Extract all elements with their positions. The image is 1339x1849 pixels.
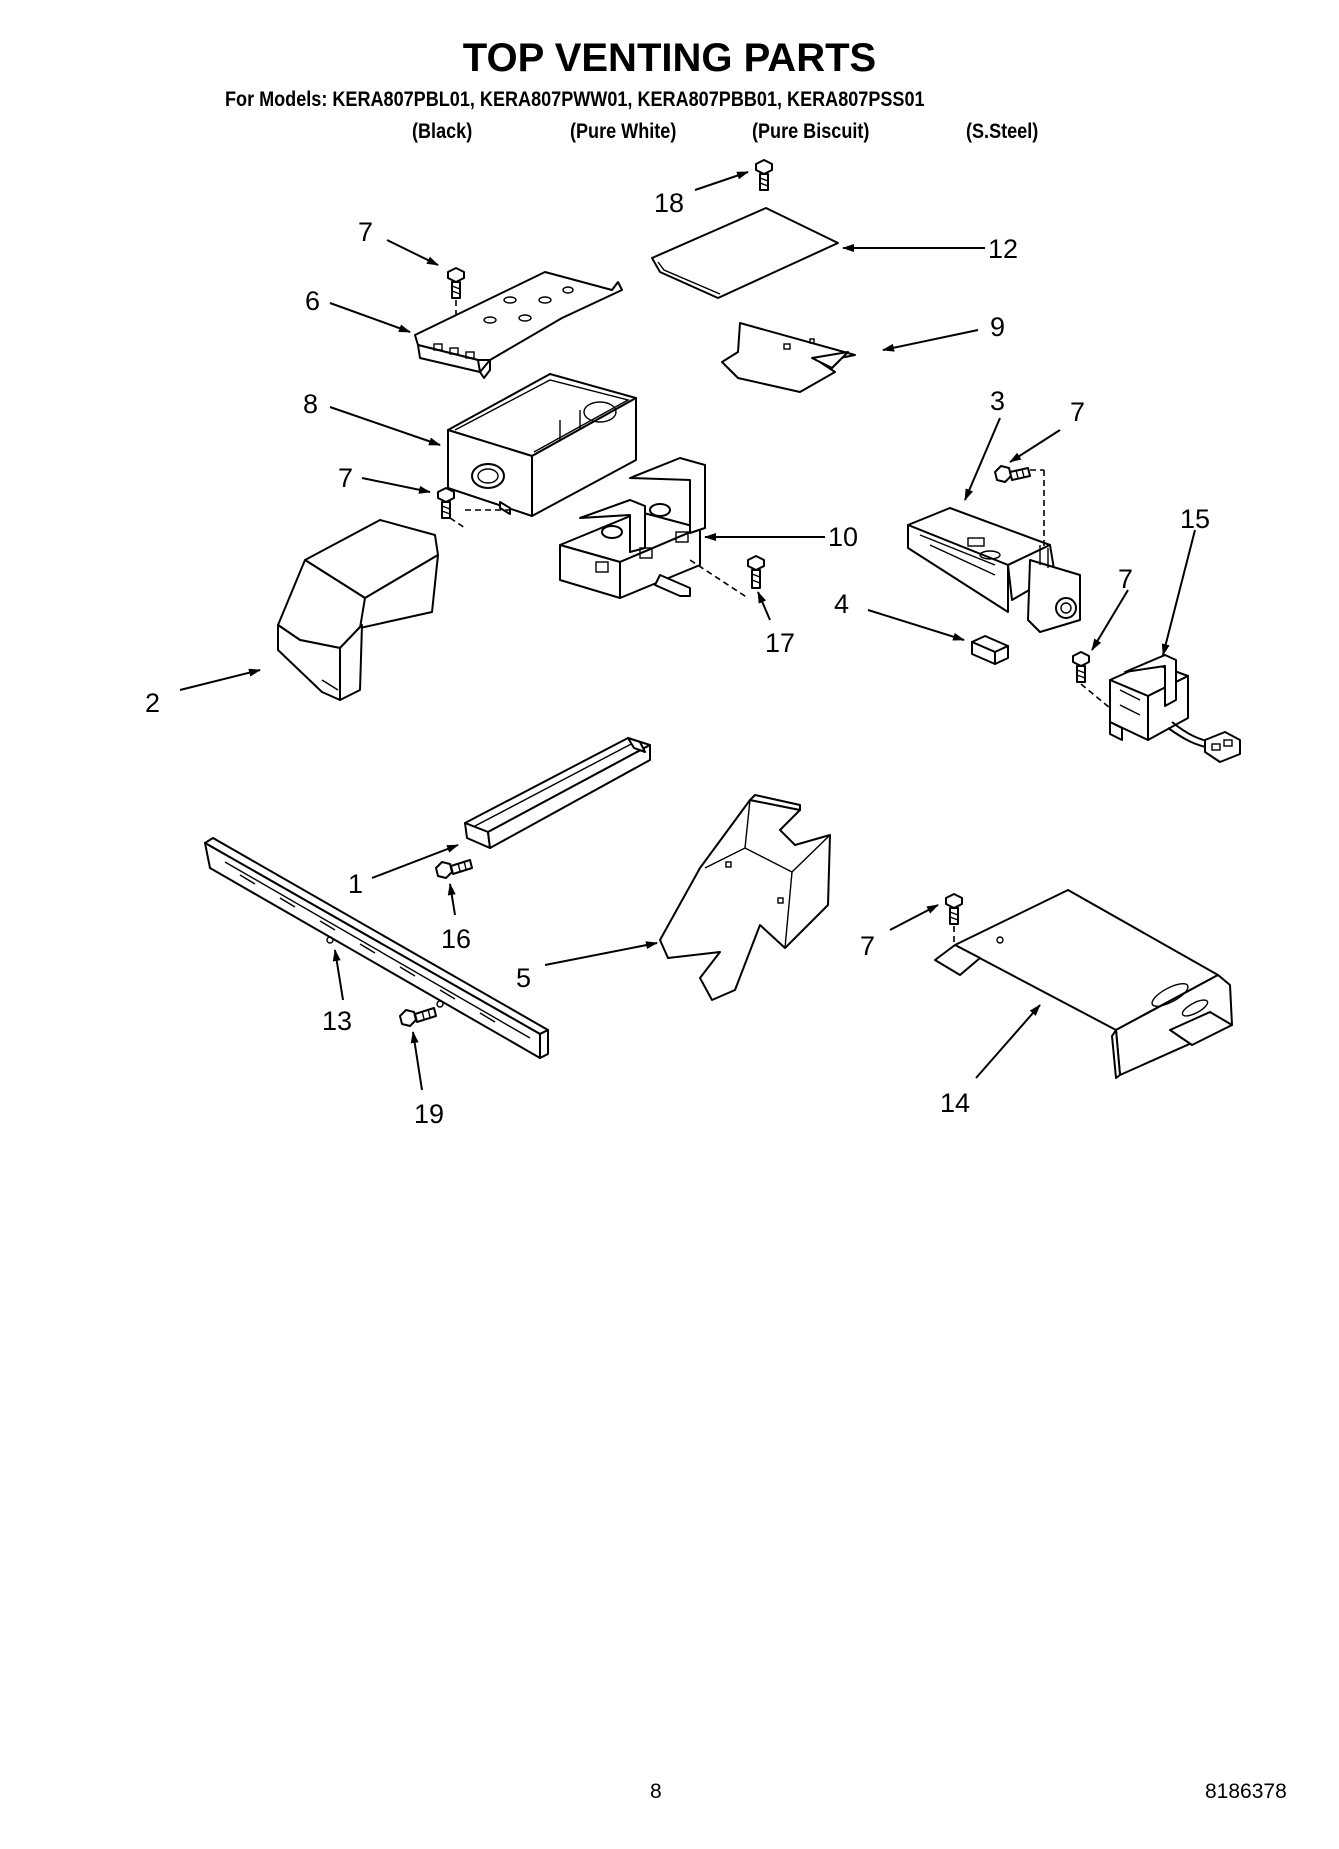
callout-6: 6	[305, 286, 320, 316]
callout-7-a: 7	[358, 217, 373, 247]
part-3-switch-assembly	[907, 470, 1081, 633]
callout-9: 9	[990, 312, 1005, 342]
page-title: TOP VENTING PARTS	[462, 36, 877, 80]
part-9-plate	[721, 322, 856, 393]
callout-19: 19	[414, 1099, 444, 1129]
callout-14: 14	[940, 1088, 970, 1118]
part-13-rail	[204, 837, 549, 1059]
page-number: 8	[650, 1780, 662, 1803]
part-8-electrical-box	[447, 373, 637, 517]
part-15-transformer	[1109, 654, 1241, 763]
models-line: For Models: KERA807PBL01, KERA807PWW01, …	[225, 88, 925, 111]
callout-7-b: 7	[338, 463, 353, 493]
callout-3: 3	[990, 386, 1005, 416]
part-4-connector	[971, 635, 1009, 665]
callout-7-e: 7	[860, 931, 875, 961]
callout-17: 17	[765, 628, 795, 658]
part-17-screw	[747, 555, 765, 589]
callout-18: 18	[654, 188, 684, 218]
callout-5: 5	[516, 963, 531, 993]
color-pure-white: (Pure White)	[570, 120, 677, 143]
part-18-screw	[755, 159, 773, 191]
part-5-channel	[659, 794, 831, 1001]
part-19-screw	[399, 1007, 437, 1027]
callout-8: 8	[303, 389, 318, 419]
document-number: 8186378	[1205, 1780, 1287, 1803]
color-stainless-steel: (S.Steel)	[966, 120, 1039, 143]
part-12-cover-plate	[651, 207, 839, 299]
callout-15: 15	[1180, 504, 1210, 534]
color-pure-biscuit: (Pure Biscuit)	[752, 120, 870, 143]
color-black: (Black)	[412, 120, 473, 143]
callout-7-c: 7	[1070, 397, 1085, 427]
callout-1: 1	[348, 869, 363, 899]
callout-2: 2	[145, 688, 160, 718]
part-7-screw-c	[994, 465, 1044, 483]
part-16-screw	[435, 859, 473, 879]
part-10-terminal-block	[559, 457, 749, 599]
callout-4: 4	[834, 589, 849, 619]
callout-16: 16	[441, 924, 471, 954]
part-1-trim-strip	[464, 737, 651, 849]
callout-13: 13	[322, 1006, 352, 1036]
part-7-screw-a	[447, 267, 465, 330]
part-7-screw-d	[1072, 651, 1111, 709]
part-14-bracket-plate	[934, 889, 1233, 1079]
part-7-screw-b	[437, 487, 466, 529]
part-7-screw-e	[945, 893, 963, 950]
part-6-bracket	[414, 271, 623, 379]
callout-7-d: 7	[1118, 564, 1133, 594]
part-2-vent-duct	[277, 519, 439, 701]
callout-12: 12	[988, 234, 1018, 264]
callout-10: 10	[828, 522, 858, 552]
